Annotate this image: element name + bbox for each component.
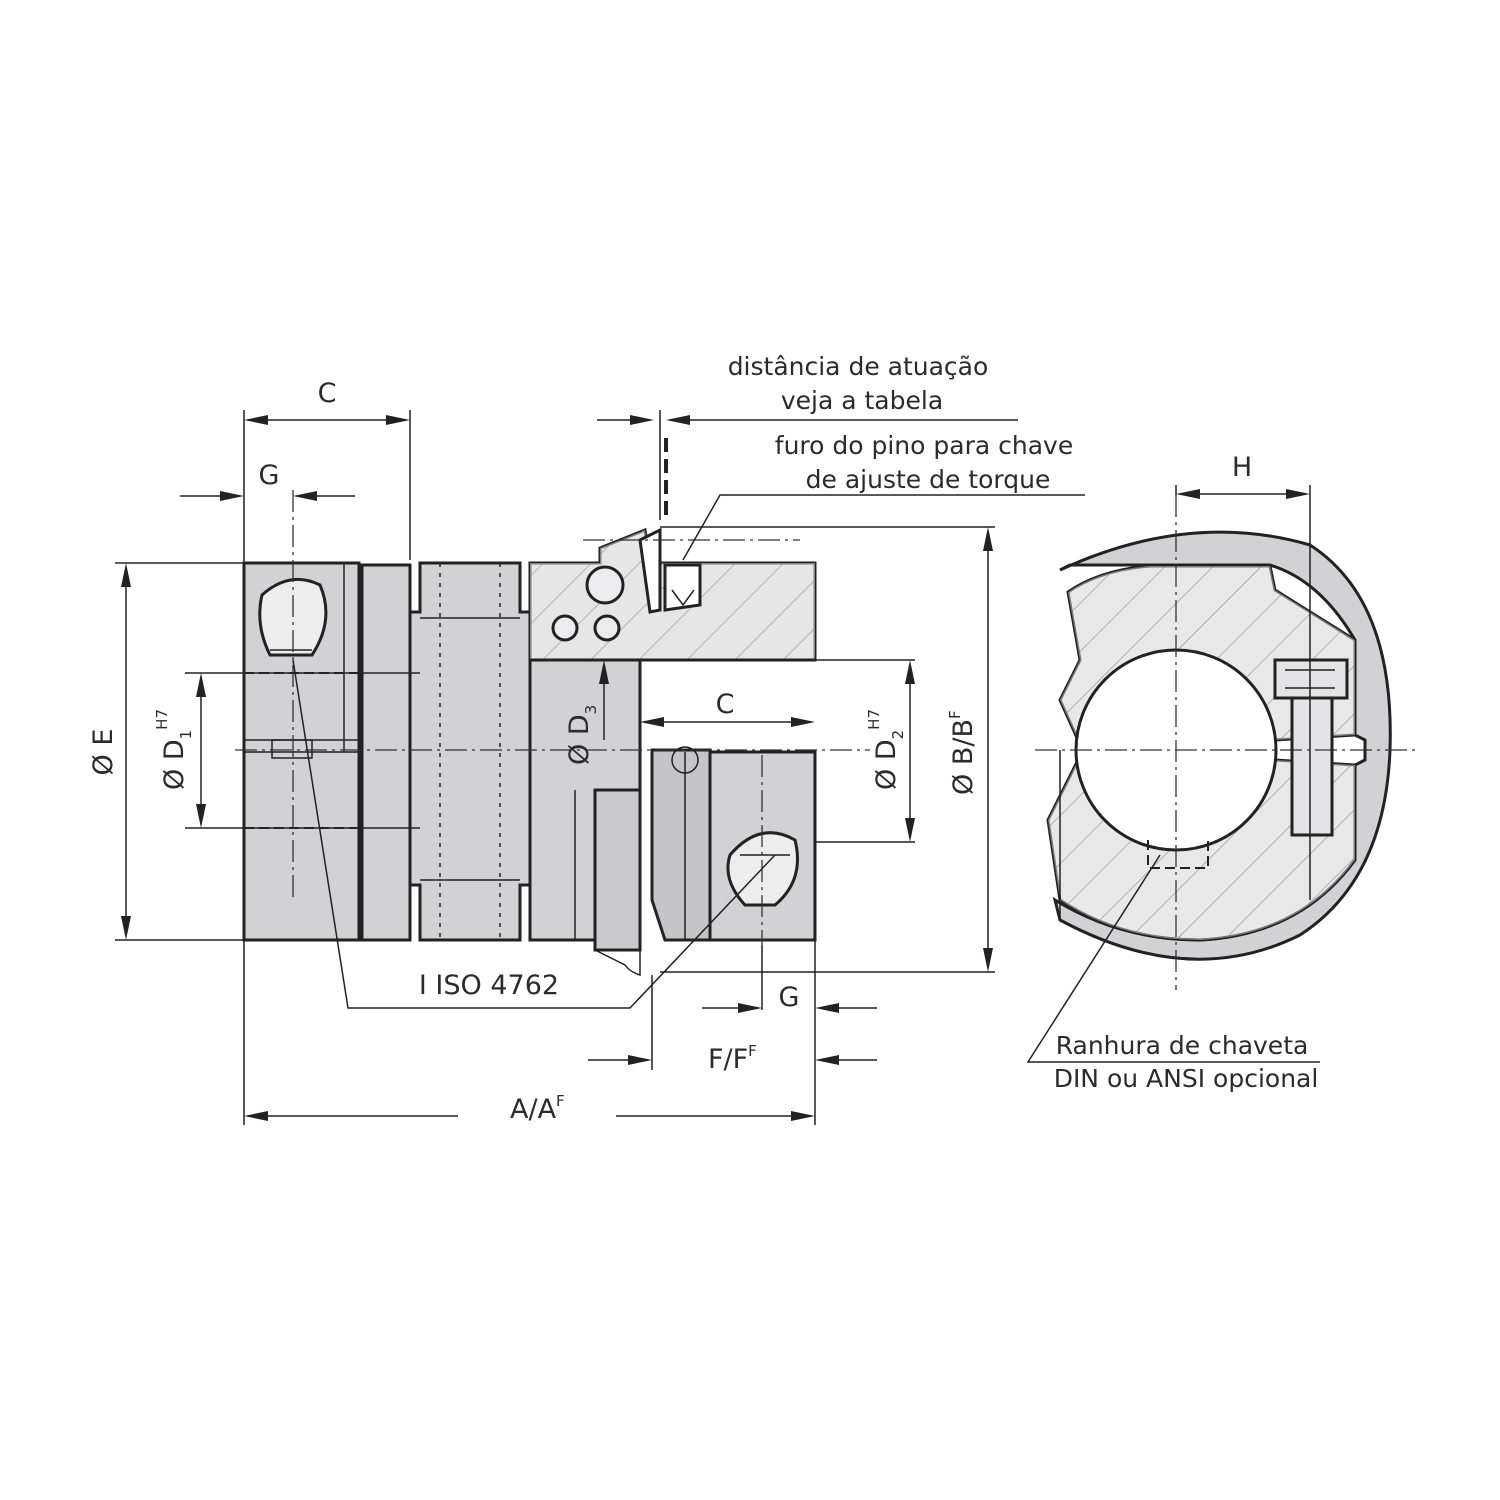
dim-d3-sub: 3 <box>582 705 600 715</box>
dim-bb-main: Ø B/B <box>948 719 979 795</box>
pinhole-label-line1: furo do pino para chave <box>775 431 1073 460</box>
ball-1 <box>585 565 625 605</box>
end-view <box>1046 530 1392 961</box>
dim-d3: Ø D3 <box>564 705 600 765</box>
center-lines <box>235 490 1415 990</box>
dim-h: H <box>1232 452 1252 483</box>
iso-4762-label: I ISO 4762 <box>419 970 559 1001</box>
dim-d2-sup: H7 <box>865 709 883 730</box>
dim-aa: A/AF <box>510 1092 565 1125</box>
dim-g-bottom: G <box>779 982 800 1013</box>
keyway-label-line2: DIN ou ANSI opcional <box>1054 1064 1319 1093</box>
dim-d2: Ø D2 H7 <box>865 709 907 790</box>
dim-d1-sup: H7 <box>153 709 171 730</box>
dimension-lines <box>115 410 1320 1125</box>
dim-d1: Ø D1 H7 <box>153 709 195 790</box>
dim-c-top: C <box>318 378 337 409</box>
dim-d1-main: Ø D <box>159 739 190 790</box>
dim-aa-sup: F <box>556 1092 565 1110</box>
dim-d2-sub: 2 <box>889 730 907 740</box>
ball-3 <box>593 614 621 642</box>
dim-d3-main: Ø D <box>564 714 595 765</box>
dim-ff: F/FF <box>708 1042 757 1075</box>
left-screw-head <box>258 577 328 657</box>
dim-bb-sup: F <box>946 710 964 719</box>
clamp-screw <box>1290 688 1334 837</box>
ball-2 <box>551 614 579 642</box>
left-clamp-hub <box>242 561 412 942</box>
dim-d1-sub: 1 <box>177 730 195 740</box>
dim-d2-main: Ø D <box>871 739 902 790</box>
dim-ff-main: F/F <box>708 1044 748 1075</box>
labels: distância de atuação veja a tabela furo … <box>88 352 1318 1125</box>
pinhole-label-line2: de ajuste de torque <box>806 465 1051 494</box>
dim-bb: Ø B/BF <box>946 710 979 795</box>
keyway-label-line1: Ranhura de chaveta <box>1056 1031 1309 1060</box>
actuation-label-line2: veja a tabela <box>781 386 943 415</box>
dim-e: Ø E <box>88 729 119 776</box>
dim-c-mid: C <box>716 689 735 720</box>
dim-g-top: G <box>259 460 280 491</box>
dim-aa-main: A/A <box>510 1094 557 1125</box>
middle-sleeve <box>408 561 532 942</box>
dim-ff-sup: F <box>748 1042 757 1060</box>
actuation-label-line1: distância de atuação <box>728 352 989 381</box>
